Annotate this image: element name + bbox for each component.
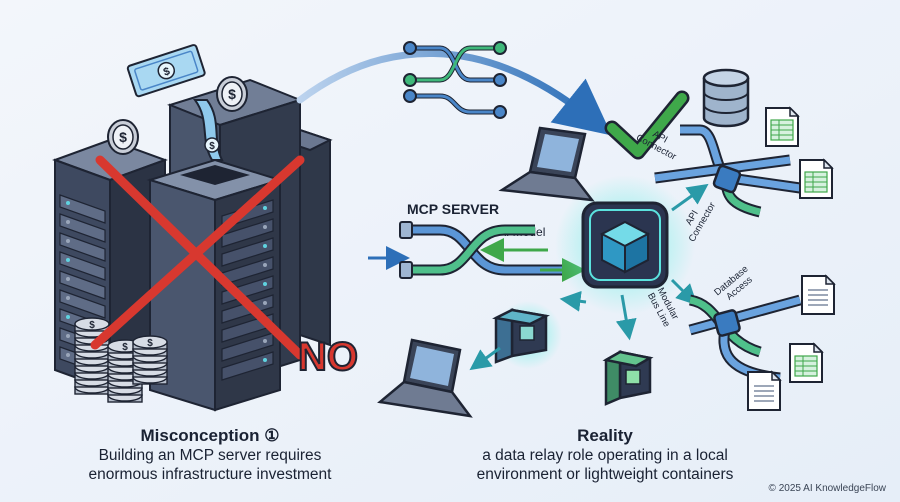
coin-slot: [180, 165, 250, 185]
laptop-icon-bottom: [377, 338, 473, 418]
svg-text:$: $: [89, 320, 95, 331]
link-arrow-top: [671, 183, 709, 212]
laptop-icon-top: [498, 126, 595, 202]
svg-text:$: $: [147, 338, 153, 349]
container-box-icon-right: [602, 349, 654, 406]
api-pipe-junction-upper: [654, 124, 801, 218]
copyright-notice: © 2025 AI KnowledgeFlow: [768, 483, 886, 494]
reality-caption: Reality a data relay role operating in a…: [430, 426, 780, 484]
red-x-icon: [90, 155, 305, 360]
reality-line-2: environment or lightweight containers: [476, 466, 734, 483]
coin-icon-left: $: [107, 119, 139, 155]
svg-text:$: $: [209, 141, 215, 152]
transition-arrow: [296, 49, 612, 136]
misconception-title: Misconception ①: [140, 426, 280, 445]
network-relay-icon: [403, 41, 507, 119]
link-arrow-left: [559, 290, 587, 312]
svg-text:$: $: [162, 65, 172, 78]
svg-text:$: $: [119, 129, 127, 145]
coin-stacks: $ $ $: [74, 317, 168, 403]
green-check-icon: [607, 93, 687, 157]
container-arrow: [469, 346, 501, 371]
mcp-server-label: MCP SERVER: [407, 201, 499, 217]
misconception-line-2: enormous infrastructure investment: [88, 466, 332, 483]
banknote-icon: $ $: [126, 44, 224, 161]
reality-title: Reality: [577, 426, 633, 445]
database-icon: [702, 68, 750, 128]
link-arrow-right: [670, 278, 698, 306]
document-icons: [747, 106, 836, 411]
misconception-line-1: Building an MCP server requires: [98, 447, 322, 464]
container-box-icon-left: [492, 301, 562, 369]
reality-line-1: a data relay role operating in a local: [482, 447, 728, 464]
link-arrow-down: [615, 294, 637, 341]
server-tower-front: [146, 158, 284, 412]
misconception-caption: Misconception ① Building an MCP server r…: [0, 426, 420, 484]
svg-text:$: $: [122, 342, 128, 353]
ai-model-cube: [555, 175, 695, 315]
svg-text:$: $: [228, 86, 236, 102]
no-stamp: NO: [298, 335, 358, 379]
coin-icon-top: $: [216, 76, 248, 112]
mcp-pipe-bundle: [399, 221, 570, 279]
